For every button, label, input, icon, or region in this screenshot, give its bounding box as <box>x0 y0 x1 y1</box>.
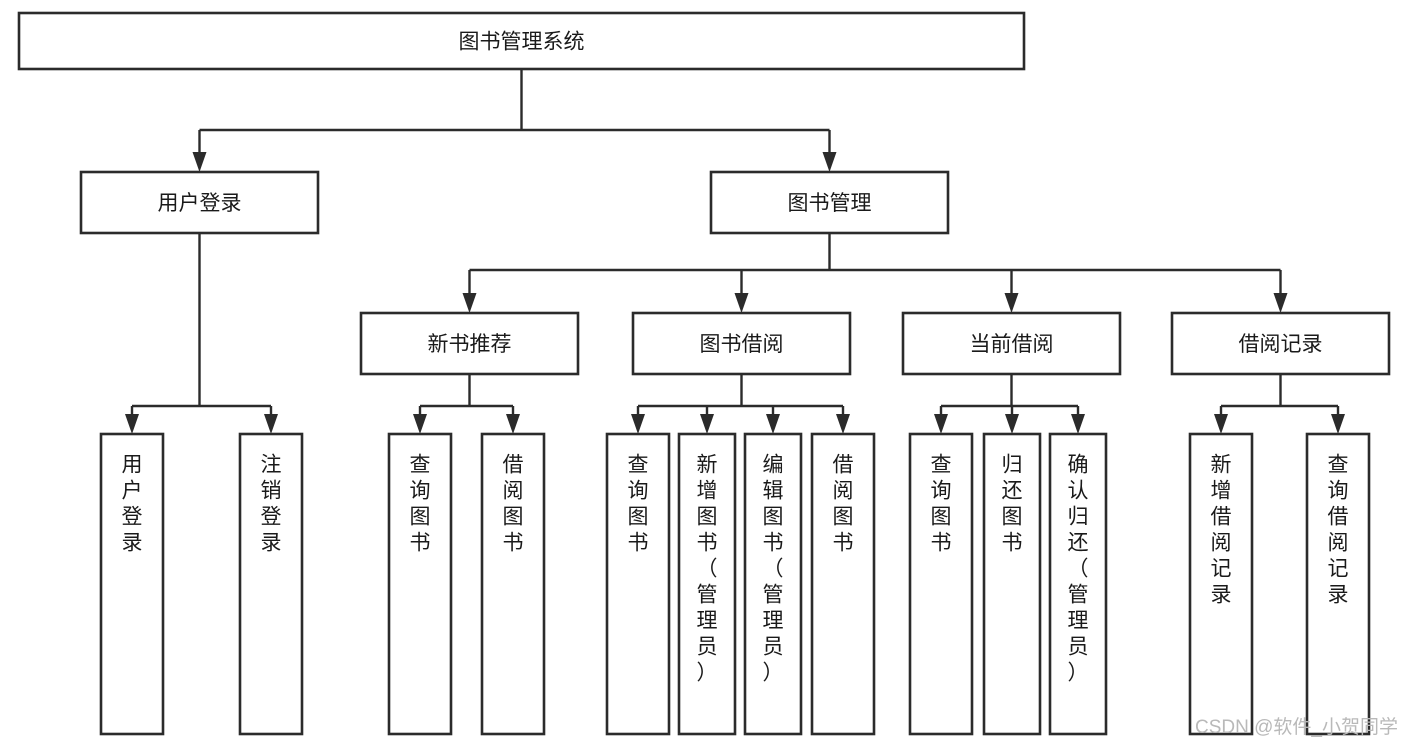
node-book-borrow[interactable]: 图书借阅 <box>631 311 852 376</box>
connector-arrowhead <box>934 414 948 434</box>
node-label: 新增借阅记录 <box>1211 454 1232 607</box>
node-label: 编辑图书（管理员） <box>763 454 784 685</box>
connector-arrowhead <box>1004 293 1019 313</box>
node-box <box>908 432 974 736</box>
node-root[interactable]: 图书管理系统 <box>17 11 1026 71</box>
node-label: 图书管理 <box>788 192 872 215</box>
node-leaf-query-book-2[interactable]: 查询图书 <box>605 432 671 736</box>
node-label: 借阅记录 <box>1239 333 1323 356</box>
node-box <box>677 432 737 736</box>
node-box <box>1188 432 1254 736</box>
connector-arrowhead <box>125 414 139 434</box>
node-leaf-edit-book[interactable]: 编辑图书（管理员） <box>743 432 803 736</box>
node-box <box>17 11 1026 71</box>
connector-arrowhead <box>631 414 645 434</box>
node-user-login[interactable]: 用户登录 <box>79 170 320 235</box>
connector-arrowhead <box>700 414 714 434</box>
node-box <box>387 432 453 736</box>
connector-arrowhead <box>1214 414 1228 434</box>
node-label: 借阅图书 <box>833 454 854 555</box>
node-box <box>99 432 165 736</box>
connector-arrowhead <box>1071 414 1085 434</box>
connector-arrowhead <box>1273 293 1288 313</box>
csdn-watermark: CSDN @软件_小贺同学 <box>1195 716 1398 738</box>
node-label: 查询图书 <box>410 454 431 555</box>
node-label: 用户登录 <box>122 454 143 555</box>
node-current-borrow[interactable]: 当前借阅 <box>901 311 1122 376</box>
node-box <box>1048 432 1108 736</box>
node-box <box>631 311 852 376</box>
connector-layer <box>125 69 1345 434</box>
connector-arrowhead <box>1005 414 1019 434</box>
node-leaf-query-record[interactable]: 查询借阅记录 <box>1305 432 1371 736</box>
node-borrow-record[interactable]: 借阅记录 <box>1170 311 1391 376</box>
node-leaf-borrow-book-1[interactable]: 借阅图书 <box>480 432 546 736</box>
connector-arrowhead <box>766 414 780 434</box>
node-box <box>238 432 304 736</box>
node-box <box>605 432 671 736</box>
node-label: 注销登录 <box>261 454 282 555</box>
node-book-manage[interactable]: 图书管理 <box>709 170 950 235</box>
node-box <box>1170 311 1391 376</box>
connector-arrowhead <box>734 293 749 313</box>
node-box <box>810 432 876 736</box>
node-new-book-rec[interactable]: 新书推荐 <box>359 311 580 376</box>
node-box <box>982 432 1042 736</box>
connector-arrowhead <box>264 414 278 434</box>
node-label: 用户登录 <box>158 192 242 215</box>
node-layer: 图书管理系统用户登录用户登录注销登录图书管理新书推荐查询图书借阅图书图书借阅查询… <box>17 11 1391 736</box>
node-leaf-query-book-3[interactable]: 查询图书 <box>908 432 974 736</box>
connector-arrowhead <box>1331 414 1345 434</box>
node-label: 图书管理系统 <box>459 31 585 54</box>
node-label: 归还图书 <box>1002 454 1023 555</box>
node-label: 查询图书 <box>931 454 952 555</box>
node-leaf-confirm-return[interactable]: 确认归还（管理员） <box>1048 432 1108 736</box>
node-box <box>480 432 546 736</box>
node-box <box>79 170 320 235</box>
connector-arrowhead <box>506 414 520 434</box>
node-label: 新增图书（管理员） <box>697 454 718 685</box>
node-box <box>743 432 803 736</box>
node-box <box>359 311 580 376</box>
node-box <box>1305 432 1371 736</box>
connector-arrowhead <box>413 414 427 434</box>
node-box <box>901 311 1122 376</box>
node-label: 借阅图书 <box>503 454 524 555</box>
node-label: 图书借阅 <box>700 333 784 356</box>
node-leaf-return-book[interactable]: 归还图书 <box>982 432 1042 736</box>
node-label: 当前借阅 <box>970 333 1054 356</box>
node-leaf-borrow-book-2[interactable]: 借阅图书 <box>810 432 876 736</box>
node-label: 新书推荐 <box>428 333 512 356</box>
connector-arrowhead <box>836 414 850 434</box>
connector-arrowhead <box>192 152 207 172</box>
connector-arrowhead <box>462 293 477 313</box>
connector-arrowhead <box>822 152 837 172</box>
node-label: 确认归还（管理员） <box>1068 454 1089 685</box>
node-label: 查询图书 <box>628 454 649 555</box>
node-leaf-user-login[interactable]: 用户登录 <box>99 432 165 736</box>
node-leaf-add-record[interactable]: 新增借阅记录 <box>1188 432 1254 736</box>
node-leaf-query-book-1[interactable]: 查询图书 <box>387 432 453 736</box>
node-box <box>709 170 950 235</box>
node-leaf-add-book[interactable]: 新增图书（管理员） <box>677 432 737 736</box>
node-leaf-logout[interactable]: 注销登录 <box>238 432 304 736</box>
node-label: 查询借阅记录 <box>1328 454 1349 607</box>
